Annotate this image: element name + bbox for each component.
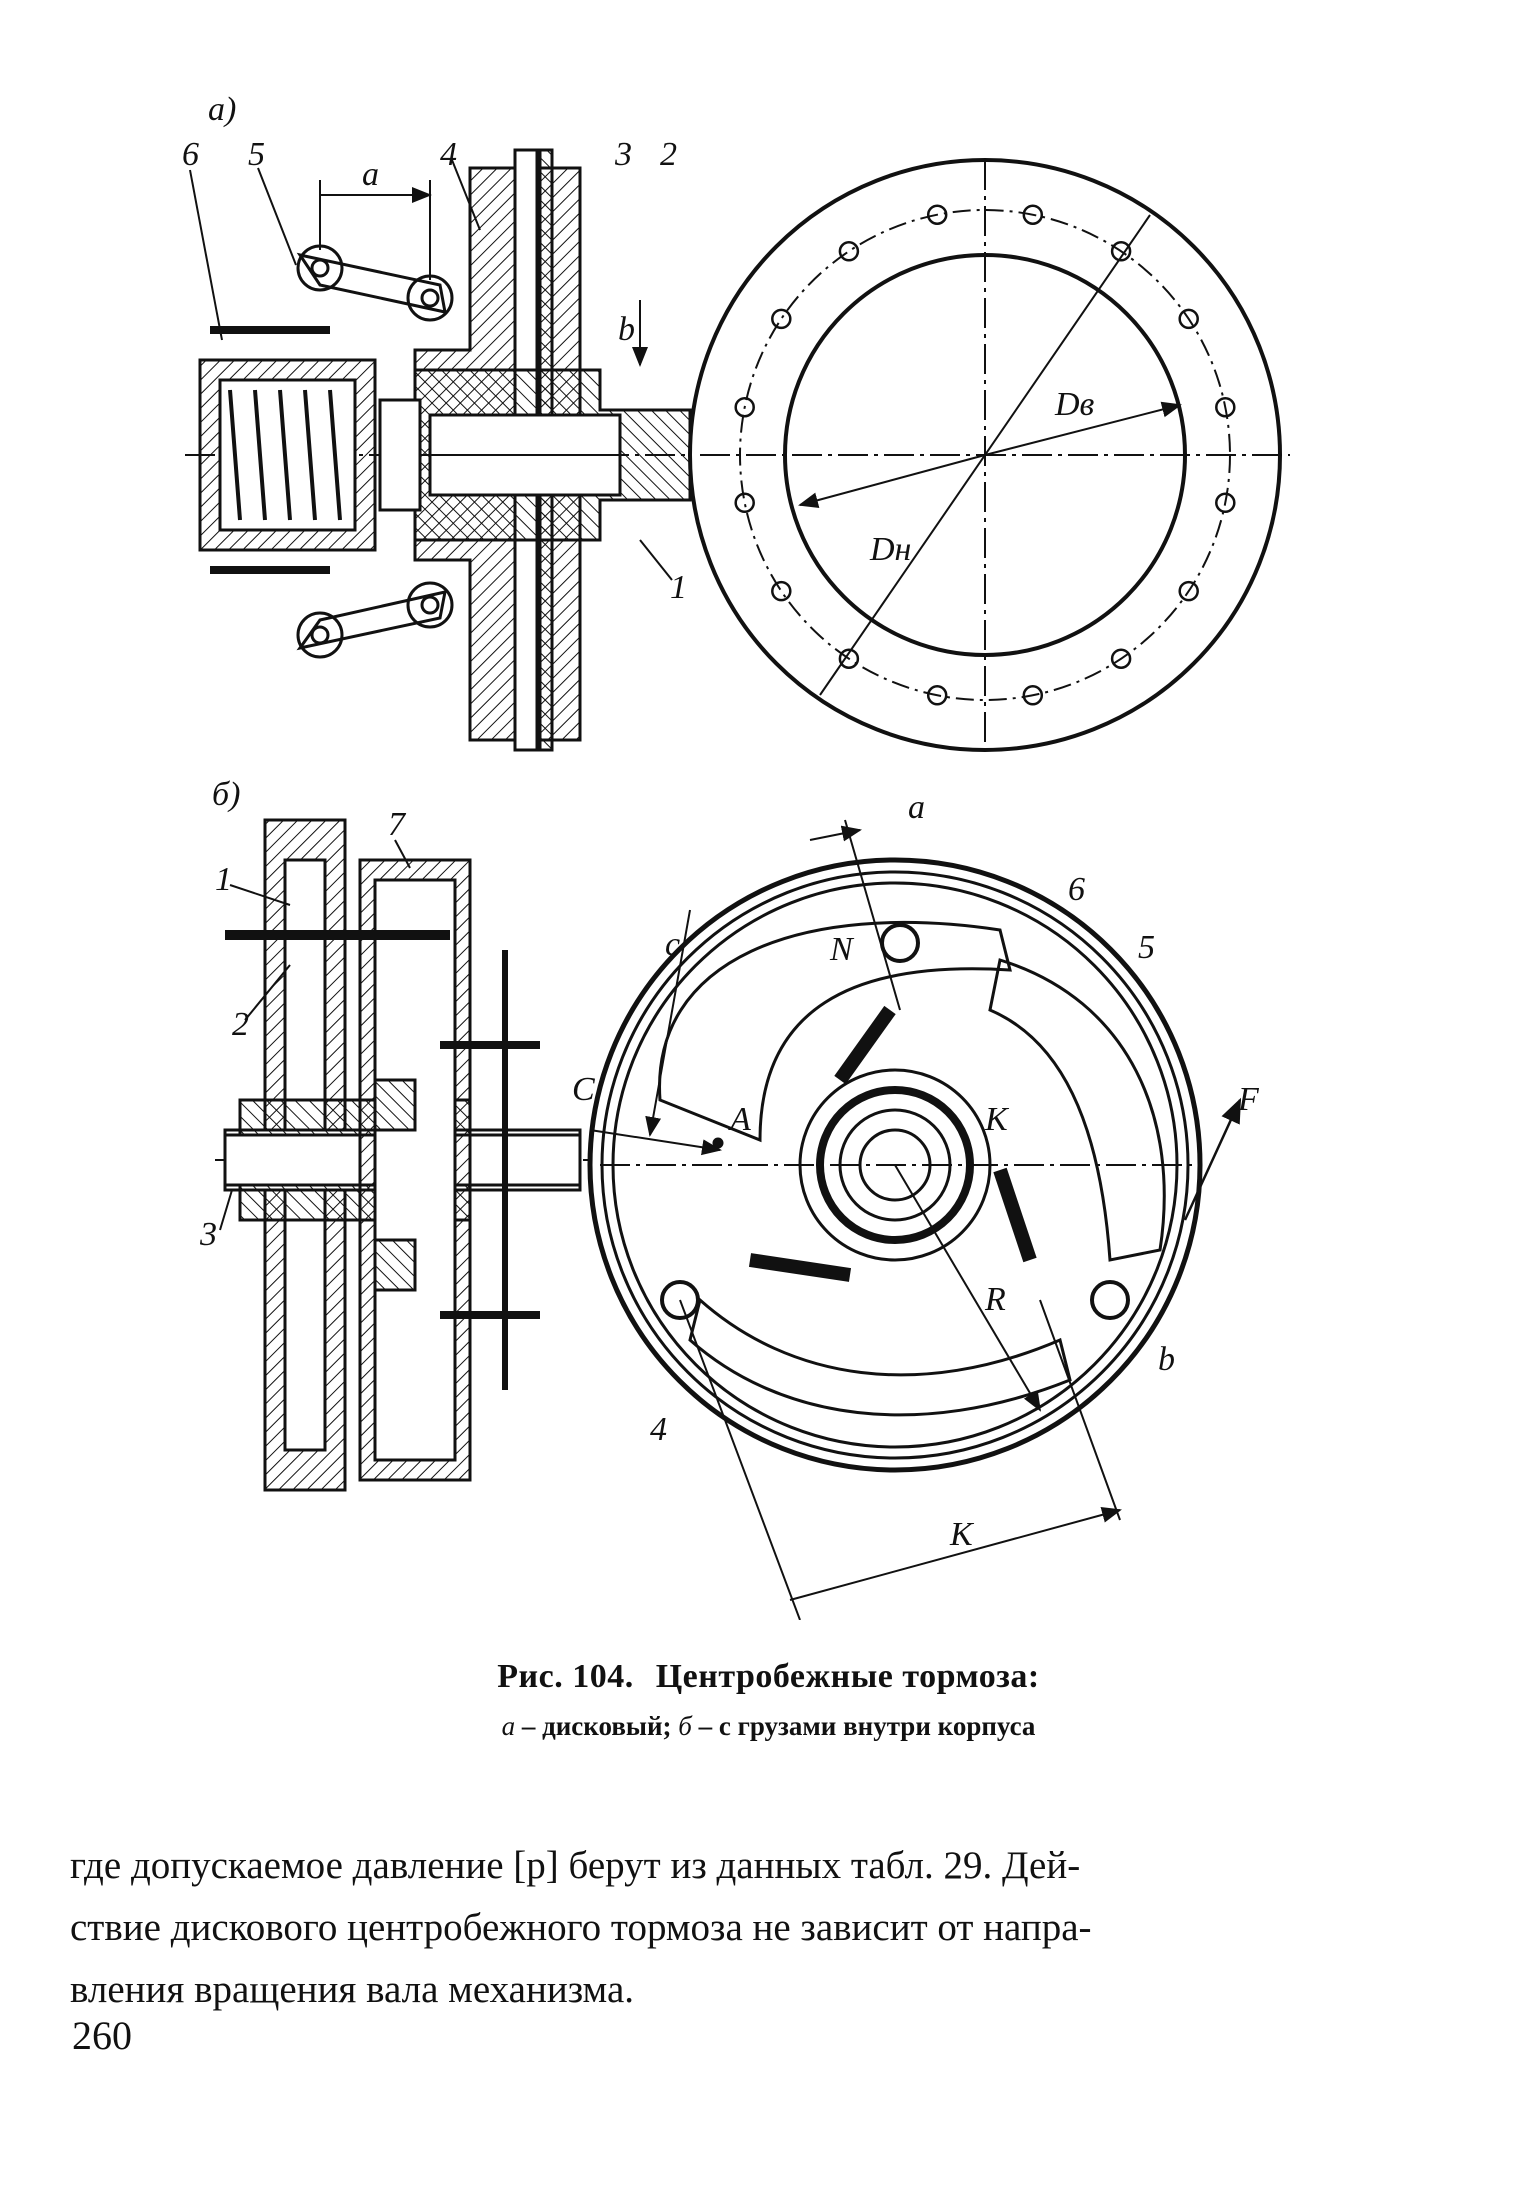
label-b-5: 5	[1138, 929, 1155, 966]
bolt-hole	[926, 204, 948, 225]
dim-K-inner-label: K	[984, 1101, 1010, 1138]
disc-brake-front-view	[688, 158, 1290, 752]
body-line: где допускаемое давление [p] берут из да…	[70, 1844, 1081, 1887]
bolt-hole	[1178, 308, 1199, 330]
force-N-label: N	[829, 931, 855, 968]
bolt-hole	[1178, 580, 1199, 602]
bolt-hole	[1110, 648, 1132, 669]
figure-caption-subtitle: а – дисковый; б – с грузами внутри корпу…	[0, 1711, 1537, 1742]
weight-brake-front-view	[587, 819, 1242, 1620]
body-line: ствие дискового центробежного тормоза не…	[70, 1906, 1092, 1949]
bolt-hole	[1215, 396, 1236, 418]
figure-title: Центробежные тормоза:	[655, 1658, 1040, 1695]
label-b-7: 7	[388, 806, 407, 843]
sub-b-text: – с грузами внутри корпуса	[691, 1711, 1036, 1741]
dim-c-label: c	[665, 926, 680, 963]
bolt-hole	[1110, 241, 1132, 262]
body-line: вления вращения вала механизма.	[70, 1968, 635, 2011]
bolt-hole	[1022, 685, 1044, 706]
force-C-label: C	[572, 1071, 595, 1108]
label-b-1: 1	[215, 861, 232, 898]
page-number: 260	[72, 2013, 132, 2058]
bolt-hole	[1022, 204, 1044, 225]
body-paragraph: где допускаемое давление [p] берут из да…	[70, 1835, 1400, 2021]
dim-b-a-label: a	[908, 789, 925, 826]
label-a-6: 6	[182, 136, 199, 173]
bolt-hole	[771, 580, 792, 602]
dim-b-label: b	[618, 311, 635, 348]
label-b-3: 3	[199, 1216, 217, 1253]
label-a-5: 5	[248, 136, 265, 173]
outer-diameter-label: Dн	[869, 531, 911, 568]
inner-diameter-label: Dв	[1054, 386, 1095, 423]
bolt-hole	[926, 685, 948, 706]
dim-K-label: K	[949, 1516, 975, 1553]
dim-a-label: a	[362, 156, 379, 193]
bolt-hole	[734, 396, 755, 418]
bolt-hole	[771, 308, 792, 330]
force-F-label: F	[1237, 1081, 1260, 1118]
sub-a-letter: а	[501, 1711, 516, 1741]
label-b-2: 2	[232, 1006, 249, 1043]
bolt-hole	[1215, 492, 1236, 514]
label-a-1: 1	[670, 569, 687, 606]
bolt-hole	[734, 492, 755, 514]
bolt-hole	[838, 241, 860, 262]
bolt-hole	[838, 648, 860, 669]
dim-b-b-label: b	[1158, 1341, 1175, 1378]
label-a-3: 3	[614, 136, 632, 173]
label-a-4: 4	[440, 136, 457, 173]
panel-a-label: а)	[208, 91, 236, 128]
radius-R-label: R	[984, 1281, 1006, 1318]
label-b-4: 4	[650, 1411, 667, 1448]
disc-brake-section-view	[185, 148, 692, 752]
sub-a-text: – дисковый;	[515, 1711, 679, 1741]
weight-brake-section-view	[215, 818, 590, 1492]
label-a-2: 2	[660, 136, 677, 173]
panel-b-label: б)	[212, 776, 240, 813]
figure-number: Рис. 104.	[497, 1658, 634, 1695]
point-A-label: A	[728, 1101, 751, 1138]
sub-b-letter: б	[678, 1711, 692, 1741]
label-b-6: 6	[1068, 871, 1085, 908]
figure-caption-title: Рис. 104. Центробежные тормоза:	[0, 1658, 1537, 1696]
brake-drawings: а) 6 5 4 3 2 1 a b Dв Dн б) 1 2 3 7 4 5 …	[182, 91, 1290, 1620]
